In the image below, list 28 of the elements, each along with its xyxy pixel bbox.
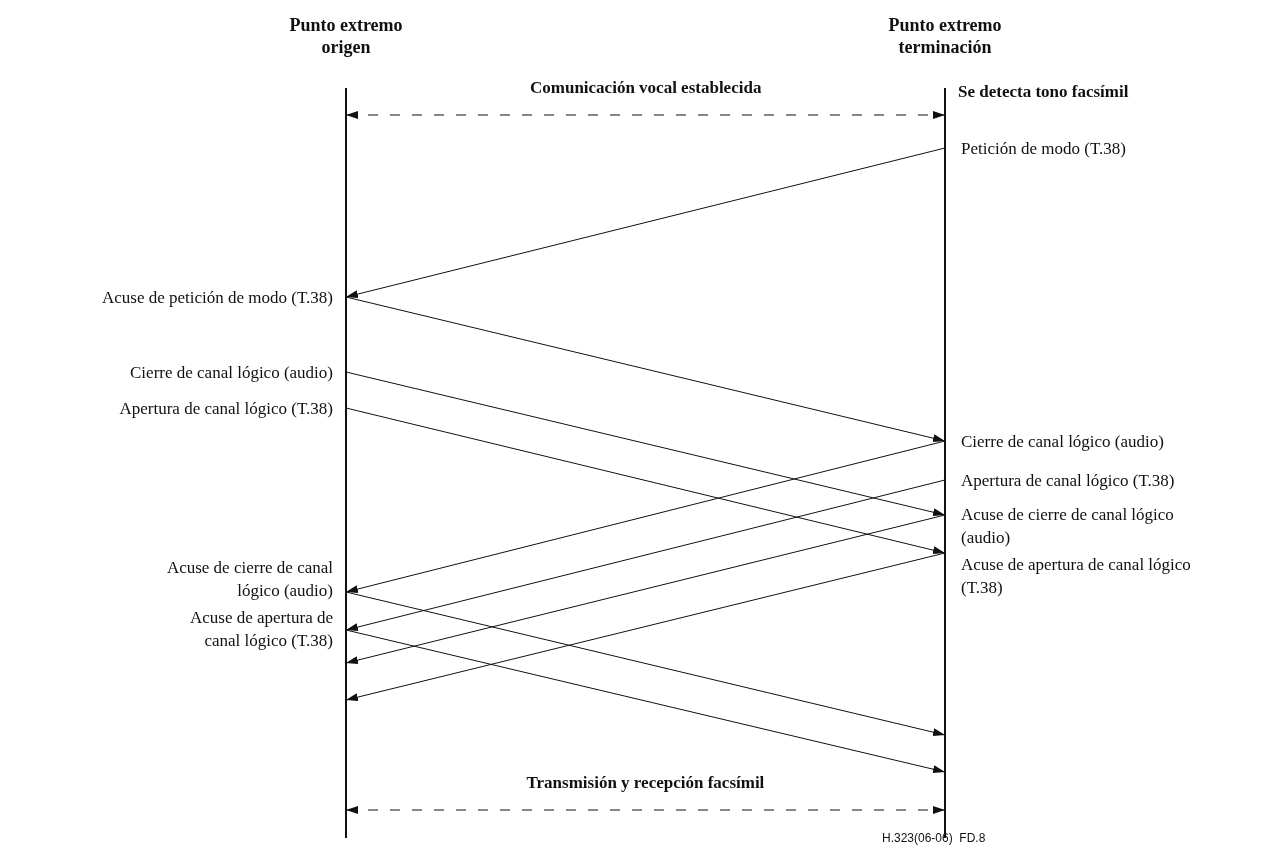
message-arrow xyxy=(345,479,946,631)
participant-heading: Punto extremo origen xyxy=(288,14,404,58)
message-label: Cierre de canal lógico (audio) xyxy=(961,431,1164,453)
figure-number: H.323(06-06) FD.8 xyxy=(882,830,986,846)
message-arrow xyxy=(345,296,946,443)
message-label: Cierre de canal lógico (audio) xyxy=(130,362,333,384)
message-arrow xyxy=(345,629,946,774)
message-label: Apertura de canal lógico (T.38) xyxy=(961,470,1175,492)
message-arrow xyxy=(345,111,946,119)
message-arrow xyxy=(345,514,946,664)
message-label: Acuse de cierre de canal lógico (audio) xyxy=(961,504,1175,549)
message-label: Acuse de apertura de canal lógico (T.38) xyxy=(961,554,1192,599)
status-note: Se detecta tono facsímil xyxy=(958,81,1129,103)
message-arrow xyxy=(345,552,946,701)
message-arrow xyxy=(345,591,946,737)
message-label: Acuse de apertura de canal lógico (T.38) xyxy=(189,607,333,652)
participant-heading: Punto extremo terminación xyxy=(887,14,1003,58)
message-label: Acuse de petición de modo (T.38) xyxy=(102,287,333,309)
message-label: Apertura de canal lógico (T.38) xyxy=(119,398,333,420)
message-label: Acuse de cierre de canal lógico (audio) xyxy=(165,557,333,602)
message-arrow xyxy=(345,806,946,814)
message-arrow xyxy=(345,147,946,298)
message-label: Petición de modo (T.38) xyxy=(961,138,1126,160)
message-arrow xyxy=(345,371,946,517)
message-arrow xyxy=(345,407,946,555)
phase-label: Comunicación vocal establecida xyxy=(530,77,762,99)
message-arrow xyxy=(345,440,946,593)
phase-label: Transmisión y recepción facsímil xyxy=(526,772,765,794)
